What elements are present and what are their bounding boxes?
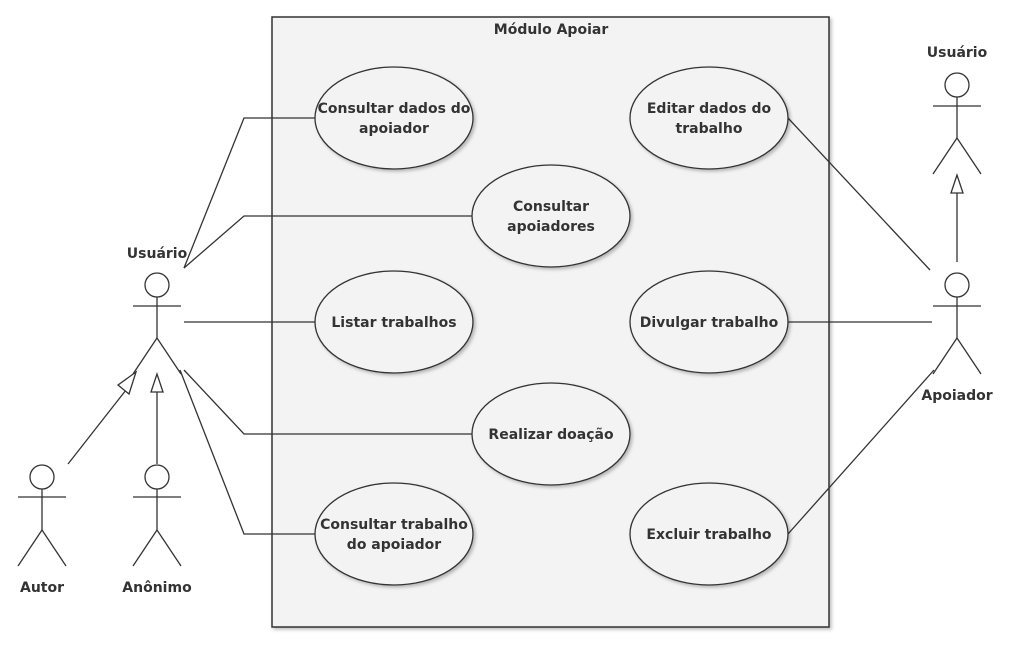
use-case-consultar-dados-do-apoiador[interactable]: Consultar dados do apoiador xyxy=(314,66,474,170)
association-line xyxy=(787,369,935,535)
use-case-label: apoiadores xyxy=(507,219,595,235)
use-case-label: Consultar trabalho xyxy=(320,517,468,533)
generalization-arrowheads xyxy=(116,172,964,396)
association-line xyxy=(179,369,316,535)
actor-apoiador[interactable]: Apoiador xyxy=(921,272,993,404)
association-line xyxy=(183,117,316,269)
use-cases: Consultar dados do apoiador Consultar ap… xyxy=(314,66,789,586)
use-case-realizar-doacao[interactable]: Realizar doação xyxy=(471,382,631,486)
generalization-arrowhead-icon xyxy=(116,370,138,396)
use-case-excluir-trabalho[interactable]: Excluir trabalho xyxy=(629,482,789,586)
use-case-label: do apoiador xyxy=(347,537,441,553)
use-case-label: Consultar xyxy=(513,199,589,215)
actors: Usuário Autor Anônimo xyxy=(17,45,993,596)
association-line xyxy=(183,215,472,269)
use-case-label: Divulgar trabalho xyxy=(640,315,779,331)
stick-figure-icon xyxy=(132,464,182,567)
association-line xyxy=(183,369,472,435)
actor-label: Usuário xyxy=(127,246,188,262)
actor-label: Apoiador xyxy=(921,388,992,404)
actor-autor[interactable]: Autor xyxy=(17,464,67,596)
use-case-label: Listar trabalhos xyxy=(331,315,456,331)
generalization-arrowhead-icon xyxy=(150,371,164,393)
actor-usuario-right[interactable]: Usuário xyxy=(927,45,988,175)
use-case-consultar-trabalho-do-apoiador[interactable]: Consultar trabalho do apoiador xyxy=(314,482,474,586)
use-case-label: Excluir trabalho xyxy=(646,527,772,543)
boundary-title: Módulo Apoiar xyxy=(494,22,609,38)
stick-figure-icon xyxy=(932,72,982,175)
actor-anonimo[interactable]: Anônimo xyxy=(122,464,192,596)
stick-figure-icon xyxy=(932,272,982,375)
actor-label: Anônimo xyxy=(122,580,192,596)
stick-figure-icon xyxy=(17,464,67,567)
use-case-label: trabalho xyxy=(676,121,743,137)
use-case-label: Consultar dados do xyxy=(318,101,471,117)
stick-figure-icon xyxy=(132,272,182,375)
actor-label: Autor xyxy=(20,580,64,596)
use-case-divulgar-trabalho[interactable]: Divulgar trabalho xyxy=(629,270,789,374)
use-case-listar-trabalhos[interactable]: Listar trabalhos xyxy=(314,270,474,374)
association-line xyxy=(787,117,931,271)
generalization-arrowhead-icon xyxy=(950,172,964,194)
actor-usuario-left[interactable]: Usuário xyxy=(127,246,188,375)
use-case-editar-dados-do-trabalho[interactable]: Editar dados do trabalho xyxy=(629,66,789,170)
use-case-label: Realizar doação xyxy=(488,427,614,443)
use-case-consultar-apoiadores[interactable]: Consultar apoiadores xyxy=(471,164,631,268)
actor-label: Usuário xyxy=(927,45,988,61)
generalization-line xyxy=(67,389,127,465)
use-case-label: apoiador xyxy=(359,121,429,137)
connections xyxy=(67,117,958,535)
use-case-label: Editar dados do xyxy=(647,101,772,117)
